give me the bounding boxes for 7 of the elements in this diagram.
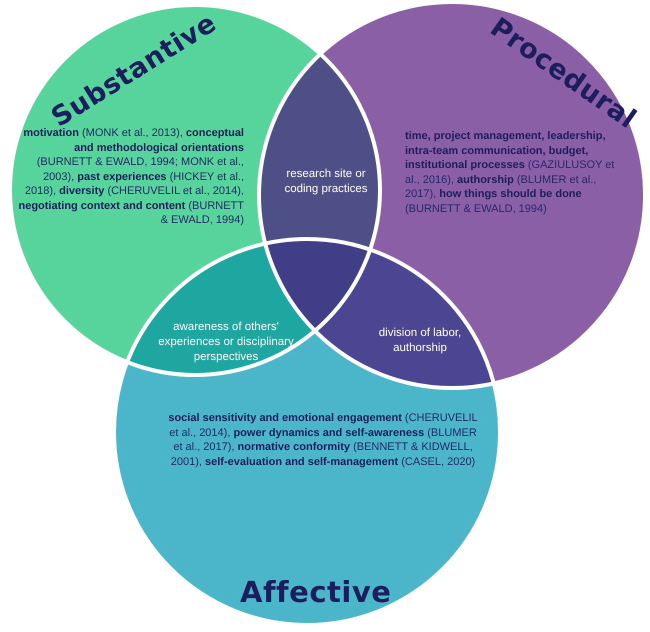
circle-title: Affective	[240, 575, 392, 609]
circle-description: social sensitivity and emotional engagement (CHERUVELIL et al., 2014), power dynamics and self-awareness (BLUMER et al., 2017), normative conformity (BENNETT & KIDWELL, 2001), self-evaluation and self-management (CASEL, 2020)	[168, 411, 478, 469]
circle-description: time, project management, leadership, intra-team communication, budget, institutional processes (GAZIULUSOY et al., 2016), authorship (BLUMER et al., 2017), how things should be done (BURNETT & EWALD, 1994)	[405, 129, 616, 216]
circle-description: motivation (MONK et al., 2013), conceptual and methodological orientations (BURNETT & EWALD, 1994; MONK et al., 2003), past experiences (HICKEY et al., 2018), diversity (CHERUVELIL et al., 2014), negotiating context and content (BURNETT & EWALD, 1994)	[18, 126, 244, 228]
overlap-label: research site or coding practices	[276, 167, 376, 197]
overlap-label: division of labor, authorship	[362, 326, 478, 356]
overlap-label: awareness of others' experiences or disciplinary perspectives	[151, 320, 301, 365]
